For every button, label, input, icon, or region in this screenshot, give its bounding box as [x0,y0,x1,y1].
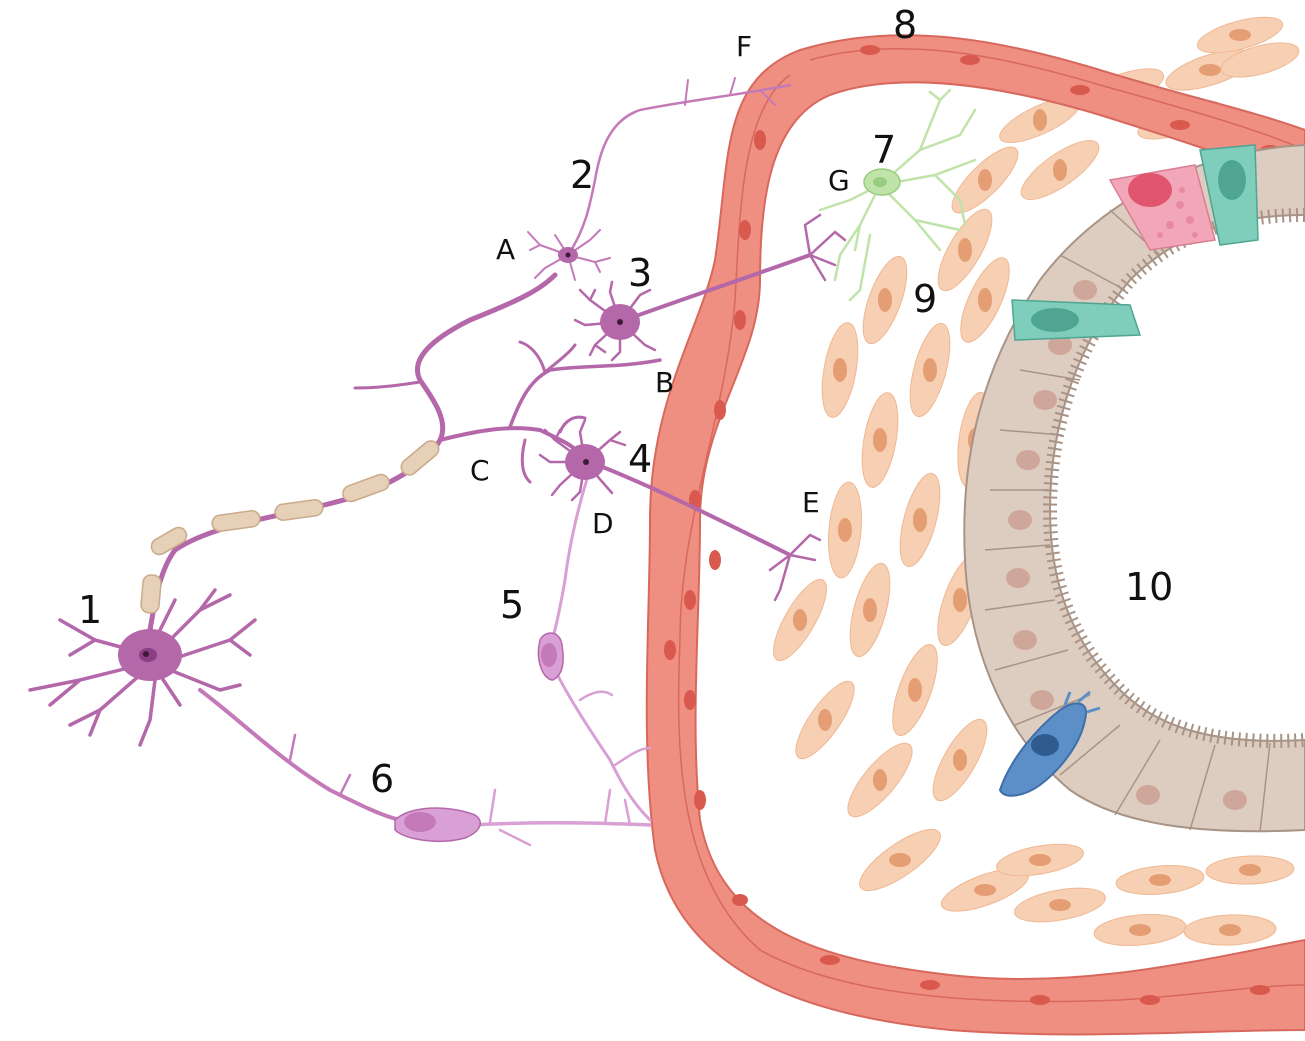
label-1: 1 [78,588,102,632]
label-F: F [736,30,752,63]
label-10: 10 [1125,565,1173,609]
enteroendocrine-cell [1012,300,1140,340]
label-9: 9 [913,277,937,321]
label-4: 4 [628,437,652,481]
label-3: 3 [628,251,652,295]
label-B: B [655,366,674,399]
epithelium-layer [964,145,1305,832]
label-G: G [828,164,850,197]
label-8: 8 [893,3,917,47]
label-C: C [470,454,490,487]
label-2: 2 [570,153,594,197]
neuron-A [528,230,610,280]
neuron-6 [395,808,480,841]
label-A: A [496,233,515,266]
label-6: 6 [370,757,394,801]
neuron-4 [540,420,625,500]
label-5: 5 [500,583,524,627]
label-D: D [592,507,614,540]
label-E: E [802,486,820,519]
neuron-1 [30,590,255,745]
neuron-5 [538,633,563,680]
label-7: 7 [872,128,896,172]
